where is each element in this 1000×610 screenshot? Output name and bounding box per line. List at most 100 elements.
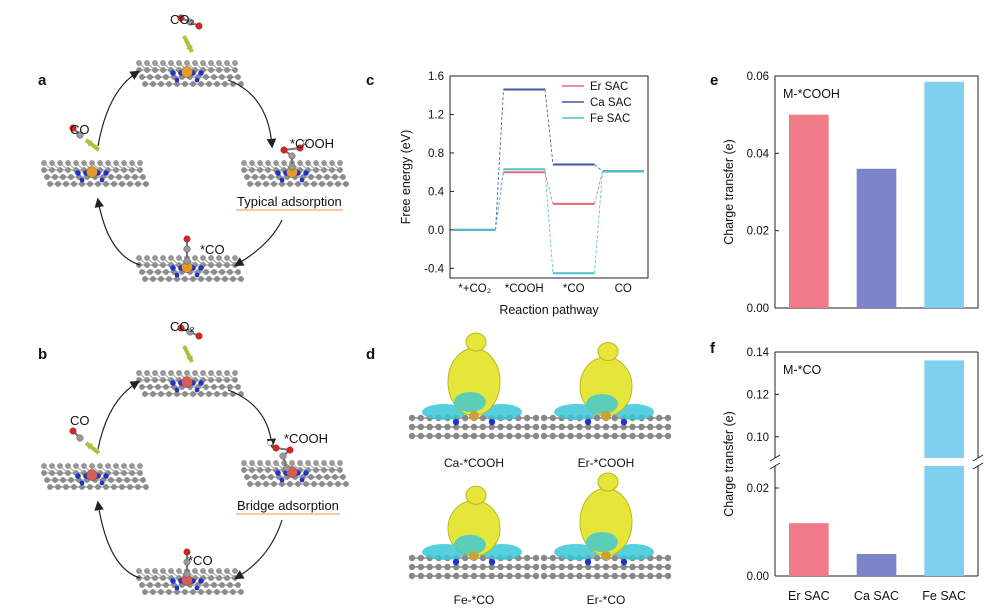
panel-label-d: d	[366, 346, 376, 363]
b-arrow-3	[94, 500, 141, 579]
b-arrow-4	[97, 380, 141, 450]
e-bar-fe-sac	[924, 81, 964, 308]
f-break-mark	[769, 454, 781, 462]
a-slab-left	[41, 160, 149, 187]
c-connector-ca-sac-1	[544, 89, 554, 165]
f-bar-er-sac	[789, 523, 829, 576]
a-cooh-molecule	[280, 139, 309, 171]
f-xtick-label: Fe SAC	[922, 589, 966, 603]
c-connector-ca-sac-0	[495, 89, 504, 230]
a-arrow-4	[97, 70, 141, 147]
c-ytick-label: -0.4	[424, 263, 444, 275]
e-bar-er-sac	[789, 114, 829, 308]
b-arrow-2	[233, 519, 283, 580]
panel-label-f: f	[710, 340, 715, 357]
e-bar-ca-sac	[856, 168, 897, 308]
a-arrow-3	[94, 197, 141, 266]
panel-b-released-co-label: CO	[70, 413, 90, 428]
c-x-axis-label: Reaction pathway	[499, 303, 599, 317]
e-y-axis-label: Charge transfer (e)	[722, 139, 736, 245]
b-co2-arrow-head	[186, 355, 193, 362]
c-connector-fe-sac-0	[495, 169, 504, 230]
a-arrow-1	[227, 79, 277, 149]
f-break-mark	[972, 454, 984, 462]
b-arrow-1	[227, 389, 277, 449]
f-break-mark	[972, 462, 984, 470]
panel-b-cooh-label: *COOH	[284, 431, 329, 446]
f-bar-ca-sac	[856, 554, 897, 576]
c-plot-frame	[449, 75, 649, 279]
f-ytick-label: 0.14	[747, 347, 770, 359]
b-slab-top	[136, 370, 244, 397]
e-ytick-label: 0.06	[747, 71, 769, 83]
d-render-ca-cooh	[408, 332, 540, 440]
panel-a-released-co-label: CO	[70, 122, 90, 137]
a-slab-right	[241, 160, 349, 187]
c-legend-label: Ca SAC	[590, 97, 632, 109]
panel-a-cooh-label: *COOH	[290, 136, 335, 151]
panel-e-bar-chart: 0.00 0.02 0.04 0.06M-*COOH Charge transfer (…	[722, 71, 979, 315]
f-xtick-label: Ca SAC	[854, 589, 899, 603]
d-render-fe-co	[408, 485, 540, 580]
e-ytick-label: 0.04	[747, 148, 770, 160]
c-ytick-label: 0.0	[428, 225, 444, 237]
a-slab-bottom	[136, 255, 244, 282]
panel-label-e: e	[710, 72, 719, 89]
panel-d-charge-density-images	[408, 332, 672, 580]
b-slab-left	[41, 463, 149, 490]
e-ytick-label: 0.00	[747, 303, 769, 315]
c-connector-er-sac-1	[544, 172, 554, 205]
e-annotation: M-*COOH	[783, 87, 840, 101]
b-co2-molecule	[177, 324, 203, 340]
a-arrow-2	[233, 219, 283, 267]
a-slab-top	[136, 60, 244, 87]
f-y-axis-label: Charge transfer (e)	[722, 411, 736, 517]
panel-a-adsorption-mode: Typical adsorption	[236, 194, 343, 211]
c-y-axis-label: Free energy (eV)	[399, 130, 413, 224]
panel-label-c: c	[366, 72, 375, 89]
c-connector-er-sac-2	[594, 171, 603, 205]
f-ytick-label: 0.10	[747, 432, 769, 444]
panel-label-b: b	[38, 346, 48, 363]
c-connector-fe-sac-2	[594, 171, 603, 274]
f-break-mark	[769, 462, 781, 470]
b-slab-bottom	[136, 568, 244, 595]
a-release-arrow-head	[86, 140, 93, 147]
panel-a-co-label: *CO	[200, 242, 225, 257]
b-release-arrow-head	[86, 443, 93, 450]
a-co2-molecule	[177, 14, 203, 30]
panel-a-co2-label: CO₂	[170, 12, 195, 27]
c-legend-label: Er SAC	[590, 81, 628, 93]
b-slab-right	[241, 460, 349, 487]
c-ytick-label: 0.8	[428, 148, 444, 160]
f-bar-fe-sac-lower	[924, 466, 964, 576]
e-ytick-label: 0.02	[747, 226, 769, 238]
c-xtick-label: CO	[615, 283, 632, 295]
panel-b-co2-label: CO₂	[170, 319, 195, 334]
c-ytick-label: 1.6	[428, 71, 444, 83]
d-render-er-cooh	[540, 342, 672, 440]
c-xtick-label: *CO	[563, 283, 585, 295]
b-co-molecule	[183, 548, 191, 578]
f-ytick-label: 0.12	[747, 389, 769, 401]
a-co-molecule	[183, 235, 191, 265]
d-render-er-co	[540, 472, 672, 580]
panel-d-caption-1: Ca-*COOH	[443, 456, 505, 470]
f-ytick-label: 0.02	[747, 483, 769, 495]
c-connector-ca-sac-2	[594, 164, 603, 172]
a-co2-arrow-head	[186, 45, 193, 52]
c-ytick-label: 0.4	[428, 186, 445, 198]
c-legend-label: Fe SAC	[590, 113, 630, 125]
c-connector-er-sac-0	[495, 172, 504, 230]
f-ytick-label: 0.00	[747, 571, 769, 583]
panel-b-cycle-diagram	[41, 324, 349, 595]
c-xtick-label: *COOH	[505, 283, 544, 295]
panel-d-caption-4: Er-*CO	[586, 593, 626, 607]
panel-d-caption-2: Er-*COOH	[577, 456, 635, 470]
a-released-co	[69, 124, 84, 139]
c-connector-fe-sac-1	[544, 169, 554, 274]
f-xtick-label: Er SAC	[788, 589, 830, 603]
b-released-co	[69, 427, 84, 442]
